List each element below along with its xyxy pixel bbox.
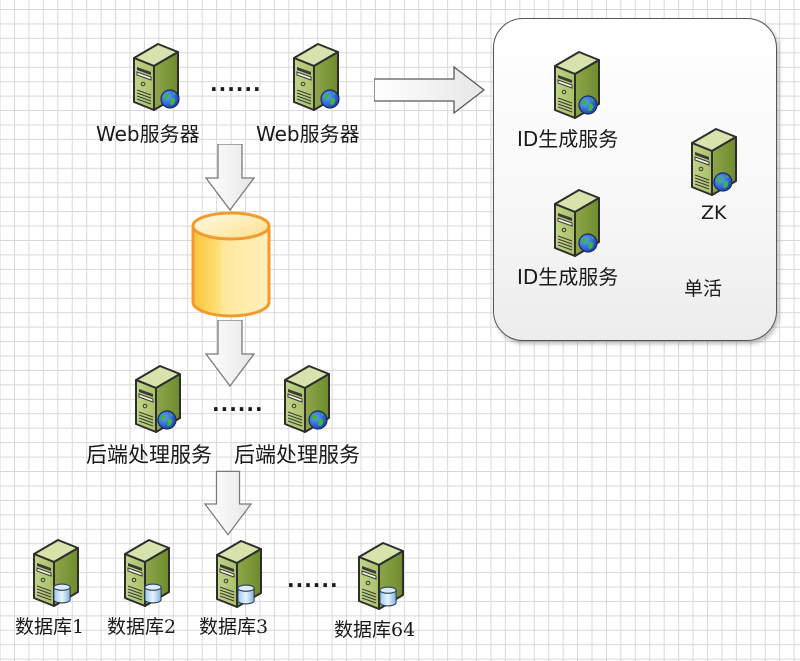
arrow-down-icon [204, 470, 252, 538]
globe-icon [578, 95, 598, 115]
backend-service-label: 后端处理服务 [234, 443, 360, 467]
globe-icon [578, 233, 598, 253]
db-label: 数据库64 [334, 619, 416, 641]
db-label: 数据库3 [199, 616, 269, 638]
database-icon [144, 583, 162, 604]
arrow-down-icon [205, 320, 255, 388]
database-icon [53, 583, 71, 604]
web-server-label: Web服务器 [256, 122, 360, 146]
arrow-right-icon [374, 66, 486, 114]
database-cylinder-icon [191, 211, 271, 318]
ellipsis: ...... [212, 392, 264, 416]
id-service-label: ID生成服务 [517, 265, 619, 289]
globe-icon [308, 410, 328, 430]
database-icon [237, 584, 255, 605]
globe-icon [320, 89, 340, 109]
globe-icon [157, 410, 177, 430]
globe-icon [160, 89, 180, 109]
arrow-down-icon [205, 144, 255, 212]
single-active-label: 单活 [684, 278, 723, 300]
db-label: 数据库1 [15, 616, 85, 638]
backend-service-label: 后端处理服务 [86, 443, 212, 467]
zk-label: ZK [701, 202, 727, 224]
database-icon [379, 586, 397, 607]
web-server-label: Web服务器 [96, 122, 200, 146]
globe-icon [713, 172, 733, 192]
ellipsis: ...... [287, 568, 339, 592]
id-service-label: ID生成服务 [517, 127, 619, 151]
ellipsis: ...... [210, 72, 262, 96]
db-label: 数据库2 [107, 616, 177, 638]
